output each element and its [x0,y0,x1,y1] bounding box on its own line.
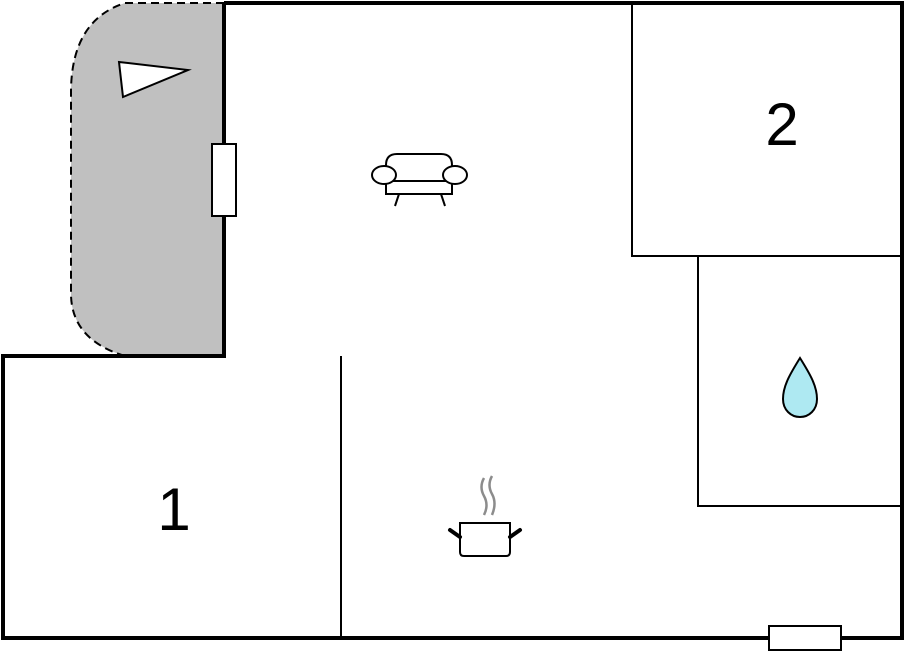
steam [480,477,488,516]
room-bedroom-1: 1 [157,356,342,638]
terrace-area [71,3,224,356]
room-bathroom [697,256,902,507]
outer-wall [1,1,904,640]
sofa-icon [371,153,468,207]
water-drop-icon [781,356,819,419]
window-west [211,143,237,217]
room-bedroom-2: 2 [631,3,902,257]
window-south [768,625,842,651]
terrace-dashed-outline [70,2,224,357]
room-label-1: 1 [157,476,190,543]
room-wall [697,256,902,507]
steam [488,475,496,516]
outer-walls [1,1,904,640]
compass-pointer-icon [117,60,192,99]
terrace [70,2,224,357]
room-wall [631,3,902,257]
room-label-2: 2 [765,91,798,158]
cooking-pot-icon [448,475,522,557]
